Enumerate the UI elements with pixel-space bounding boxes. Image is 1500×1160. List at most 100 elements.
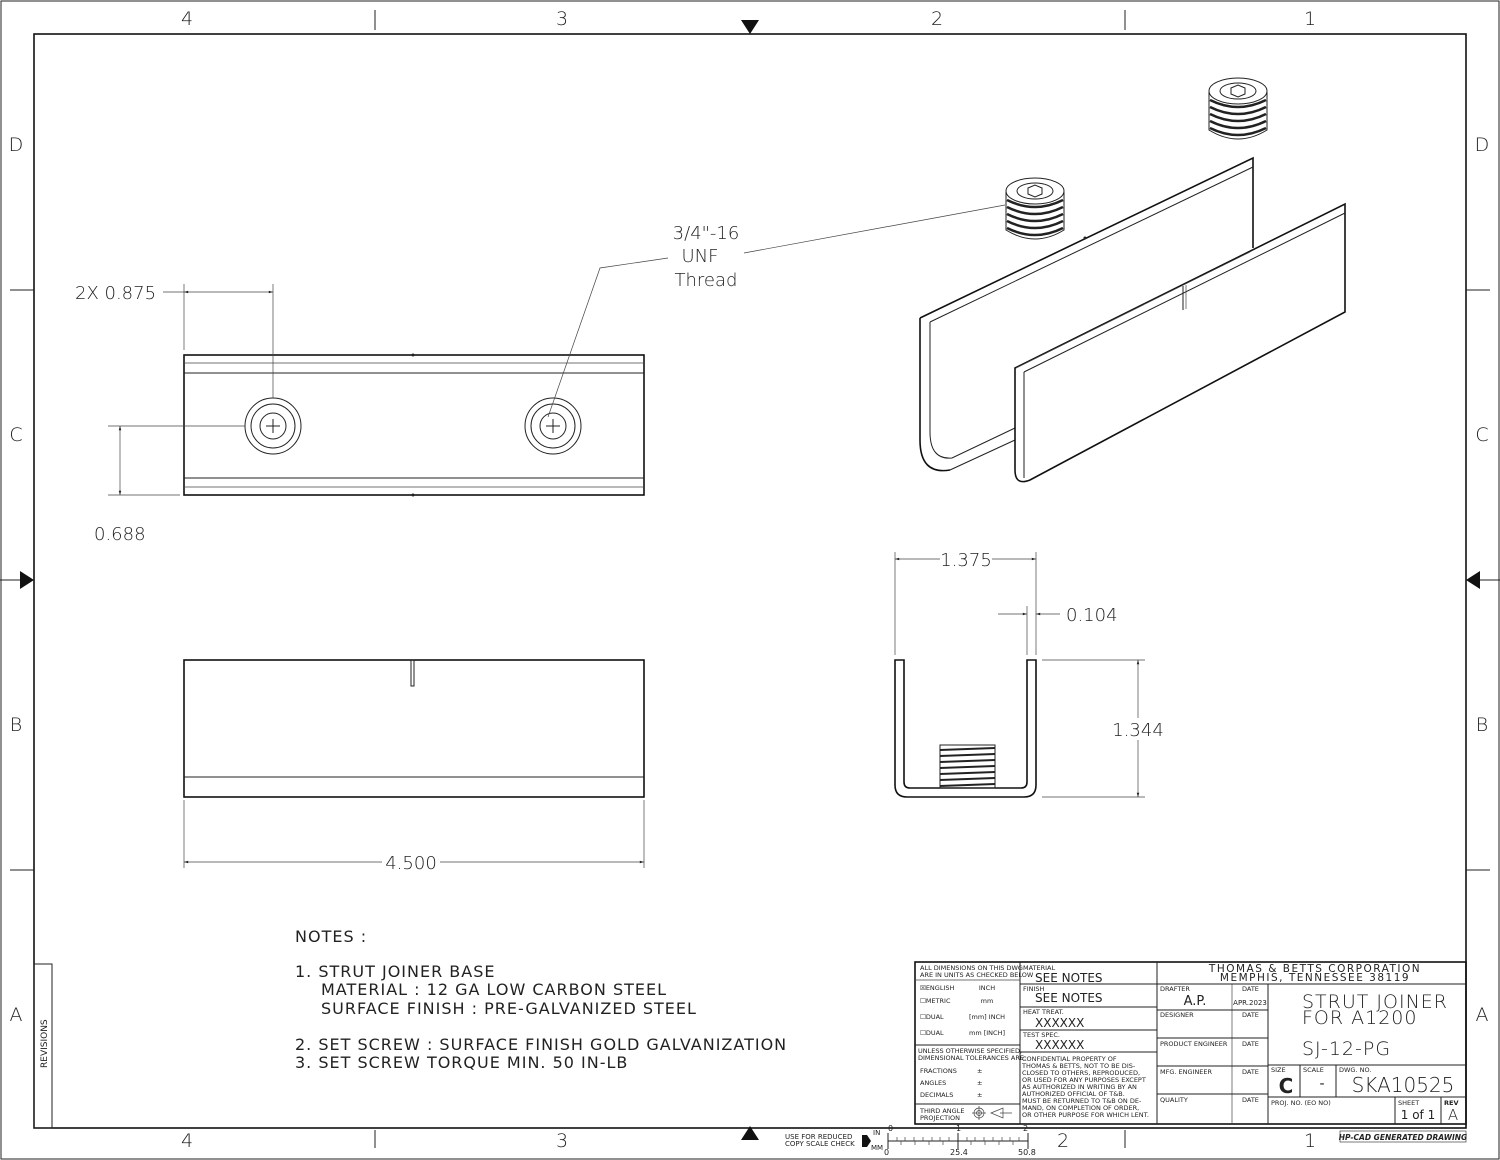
- svg-text:MAND, ON COMPLETION OF ORDER,: MAND, ON COMPLETION OF ORDER,: [1022, 1104, 1139, 1112]
- dim-length-label: 4.500: [385, 853, 437, 874]
- part-number: SJ-12-PG: [1302, 1038, 1391, 1060]
- end-view: 1.375 0.104 1.344: [894, 548, 1164, 798]
- scale-value: -: [1319, 1076, 1324, 1092]
- date-label-4: DATE: [1242, 1068, 1259, 1076]
- zone-row-b-right: B: [1476, 714, 1488, 736]
- size-label: SIZE: [1271, 1066, 1286, 1074]
- tol-pm-1: ±: [977, 1067, 982, 1075]
- revisions-label: REVISIONS: [40, 1019, 50, 1068]
- set-screw-section: [939, 744, 996, 789]
- svg-text:OR USED FOR ANY PURPOSES EXCEP: OR USED FOR ANY PURPOSES EXCEPT: [1022, 1076, 1146, 1084]
- svg-text:CLOSED TO OTHERS, REPRODUCED,: CLOSED TO OTHERS, REPRODUCED,: [1022, 1069, 1140, 1077]
- unit-option-dual-inch[interactable]: ☐DUAL mm [INCH]: [920, 1029, 1005, 1037]
- thread-label-2: UNF: [682, 246, 719, 267]
- zone-col-4-bottom: 4: [181, 1130, 193, 1152]
- center-arrow-left: [20, 571, 34, 589]
- scale-check-label-1: USE FOR REDUCED: [785, 1133, 852, 1141]
- dim-hole-spacing: 2X 0.875: [75, 283, 274, 398]
- thread-callout: 3/4"-16 UNF Thread: [547, 204, 1006, 418]
- dwg-no-value: SKA10525: [1352, 1073, 1455, 1097]
- confidential-notice: CONFIDENTIAL PROPERTY OF THOMAS & BETTS,…: [1021, 1055, 1149, 1119]
- unit-option-dual-mm[interactable]: ☐DUAL [mm] INCH: [920, 1013, 1005, 1021]
- material-label: MATERIAL: [1023, 964, 1056, 972]
- scale-label: SCALE: [1303, 1066, 1324, 1074]
- thread-label-3: Thread: [675, 270, 738, 291]
- zone-row-c: C: [9, 424, 22, 446]
- center-arrow-right: [1466, 571, 1480, 589]
- date-label-2: DATE: [1242, 1011, 1259, 1019]
- rev-label: REV: [1444, 1099, 1458, 1107]
- dim-thickness-label: 0.104: [1066, 605, 1118, 626]
- third-angle-projection-icon: [972, 1106, 1012, 1120]
- svg-text:HP-CAD GENERATED DRAWING: HP-CAD GENERATED DRAWING: [1339, 1133, 1467, 1142]
- finish-label: FINISH: [1023, 985, 1045, 993]
- svg-text:mm [INCH]: mm [INCH]: [969, 1029, 1005, 1037]
- svg-text:THOMAS & BETTS, NOT TO BE DIS-: THOMAS & BETTS, NOT TO BE DIS-: [1021, 1062, 1136, 1070]
- svg-text:MUST BE RETURNED TO T&B ON DE-: MUST BE RETURNED TO T&B ON DE-: [1022, 1097, 1142, 1105]
- svg-text:[mm] INCH: [mm] INCH: [969, 1013, 1005, 1021]
- scale-mm-50: 50.8: [1018, 1148, 1036, 1157]
- center-arrow-bottom: [741, 1126, 759, 1140]
- unit-option-metric[interactable]: ☐METRIC mm: [920, 997, 993, 1005]
- heat-treat-value: XXXXXX: [1035, 1016, 1084, 1030]
- test-spec-value: XXXXXX: [1035, 1038, 1084, 1052]
- scale-in-1: 1: [956, 1124, 961, 1133]
- isometric-view: [919, 77, 1346, 483]
- hole-right: [524, 397, 582, 455]
- zone-row-b: B: [10, 714, 22, 736]
- units-header-2: ARE IN UNITS AS CHECKED BELOW: [920, 971, 1034, 979]
- units-header-1: ALL DIMENSIONS ON THIS DWG: [920, 964, 1023, 972]
- dim-hole-offset-label: 0.688: [94, 524, 146, 545]
- zone-row-d-right: D: [1475, 134, 1490, 156]
- front-view: 4.500: [183, 659, 645, 874]
- material-value: SEE NOTES: [1035, 971, 1103, 985]
- drafter-value: A.P.: [1184, 994, 1207, 1009]
- projection-label-2: PROJECTION: [920, 1114, 960, 1122]
- set-screw-iso-1: [1005, 177, 1065, 240]
- center-arrow-top: [741, 20, 759, 34]
- finish-value: SEE NOTES: [1035, 991, 1103, 1005]
- projection-label-1: THIRD ANGLE: [919, 1107, 964, 1115]
- svg-text:☐DUAL: ☐DUAL: [920, 1013, 944, 1021]
- tolerance-header-1: UNLESS OTHERWISE SPECIFIED,: [918, 1047, 1022, 1055]
- hp-cad-badge: HP-CAD GENERATED DRAWING: [1339, 1130, 1467, 1143]
- tol-decimals: DECIMALS: [920, 1091, 953, 1099]
- thread-label-1: 3/4"-16: [673, 223, 740, 244]
- zone-col-2-bottom: 2: [1057, 1130, 1069, 1152]
- drawing-title-2: FOR A1200: [1302, 1007, 1417, 1029]
- drawing-title-1: STRUT JOINER: [1302, 991, 1448, 1013]
- note-1-material: MATERIAL : 12 GA LOW CARBON STEEL: [321, 980, 667, 999]
- company-address: MEMPHIS, TENNESSEE 38119: [1220, 972, 1410, 984]
- quality-label: QUALITY: [1160, 1096, 1188, 1104]
- notes-heading: NOTES :: [295, 927, 367, 946]
- zone-row-a: A: [10, 1004, 23, 1026]
- dwg-no-label: DWG. NO.: [1339, 1066, 1371, 1074]
- set-screw-iso-2: [1208, 77, 1268, 140]
- date-label-5: DATE: [1242, 1096, 1259, 1104]
- top-view: [183, 353, 645, 497]
- svg-text:AUTHORIZED OFFICIAL OF T&B.: AUTHORIZED OFFICIAL OF T&B.: [1022, 1090, 1125, 1098]
- product-engineer-label: PRODUCT ENGINEER: [1160, 1040, 1228, 1048]
- company-name: THOMAS & BETTS CORPORATION: [1208, 963, 1421, 975]
- svg-text:CONFIDENTIAL PROPERTY OF: CONFIDENTIAL PROPERTY OF: [1022, 1055, 1117, 1063]
- zone-col-3-bottom: 3: [556, 1130, 568, 1152]
- scale-mm-25: 25.4: [950, 1148, 968, 1157]
- zone-markers: 4 3 2 1 4 3 2 1 D C B A D C B A: [0, 8, 1500, 1152]
- note-1: 1. STRUT JOINER BASE: [295, 962, 495, 981]
- scale-in-label: IN: [873, 1129, 880, 1137]
- zone-row-a-right: A: [1476, 1004, 1489, 1026]
- drafter-label: DRAFTER: [1160, 985, 1190, 993]
- zone-row-d: D: [9, 134, 24, 156]
- dim-width-label: 1.375: [940, 550, 992, 571]
- svg-text:☐METRIC: ☐METRIC: [920, 997, 951, 1005]
- unit-option-english[interactable]: ☒ENGLISH INCH: [920, 984, 995, 992]
- drafter-date: APR.2023: [1233, 999, 1267, 1007]
- zone-col-2: 2: [931, 8, 943, 30]
- revisions-strip: [33, 963, 53, 1129]
- tol-pm-3: ±: [977, 1091, 982, 1099]
- note-2: 2. SET SCREW : SURFACE FINISH GOLD GALVA…: [295, 1035, 787, 1054]
- date-label-1: DATE: [1242, 985, 1259, 993]
- scale-in-0: 0: [888, 1124, 893, 1133]
- note-3: 3. SET SCREW TORQUE MIN. 50 IN-LB: [295, 1053, 628, 1072]
